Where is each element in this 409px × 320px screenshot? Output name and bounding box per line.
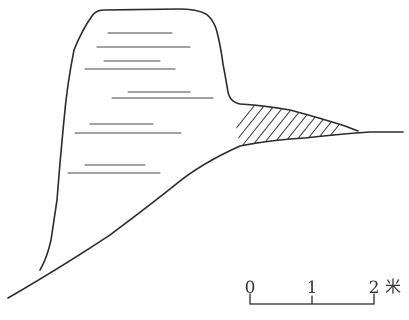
scale-label-0: 0 [245,278,256,298]
deposit-outline [39,8,359,271]
ground-surface-line [7,131,404,299]
scale-unit-label: 米 [385,277,401,296]
fill-lines [67,32,214,174]
scale-label-1: 1 [307,278,318,298]
scale-bar: 0 1 2 米 [245,277,401,305]
scale-label-2: 2 [369,278,380,298]
